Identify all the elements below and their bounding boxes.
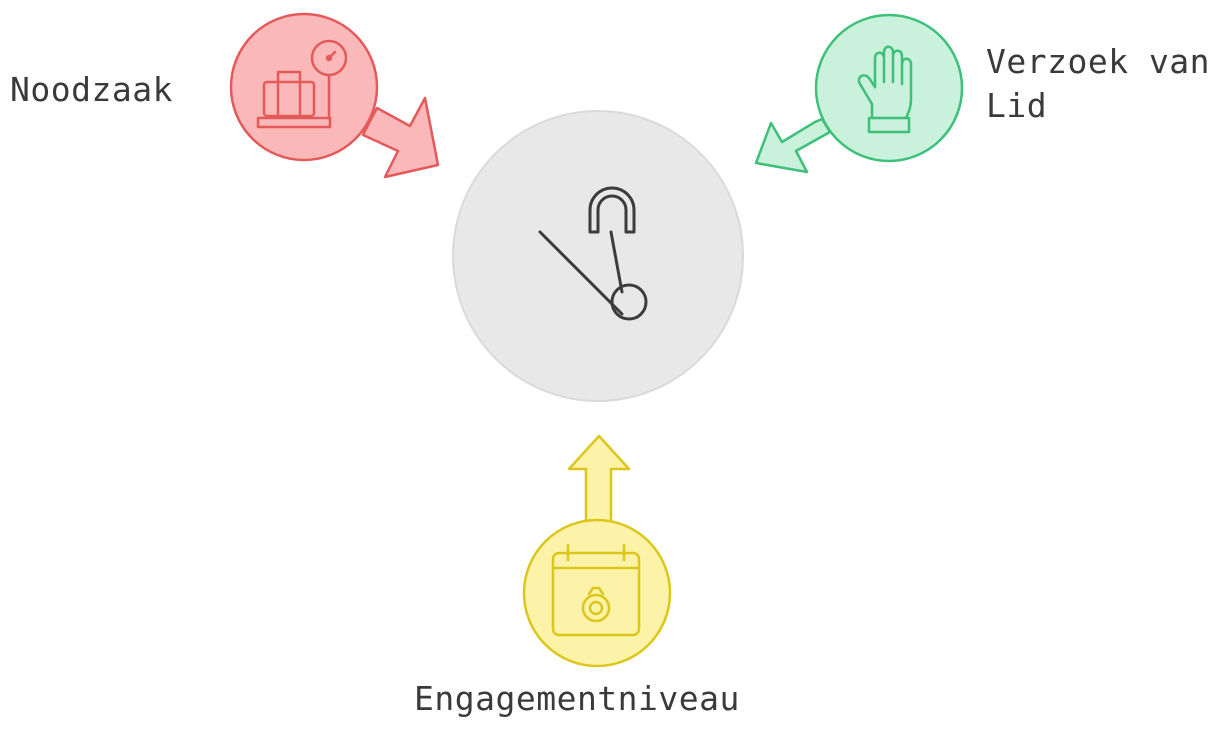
engagement-circle xyxy=(522,518,672,668)
noodzaak-circle xyxy=(229,12,379,162)
noodzaak-node xyxy=(229,12,440,179)
noodzaak-arrow xyxy=(361,96,440,179)
center-circle xyxy=(452,110,744,402)
raised-hand-icon xyxy=(857,45,913,134)
center-node xyxy=(452,110,744,402)
engagement-arrow xyxy=(567,434,631,525)
safety-pin-icon xyxy=(538,186,648,321)
verzoek-label-line2: Lid xyxy=(986,86,1048,125)
engagement-node xyxy=(522,434,672,668)
verzoek-label: Verzoek van Lid xyxy=(986,40,1210,128)
verzoek-node xyxy=(754,13,964,174)
verzoek-circle xyxy=(814,13,964,163)
verzoek-arrow xyxy=(754,117,832,174)
engagement-label: Engagementniveau xyxy=(414,679,740,718)
calendar-ring-icon xyxy=(551,543,641,637)
verzoek-label-line1: Verzoek van xyxy=(986,42,1211,81)
noodzaak-label: Noodzaak xyxy=(10,70,173,109)
luggage-scale-icon xyxy=(256,39,348,129)
